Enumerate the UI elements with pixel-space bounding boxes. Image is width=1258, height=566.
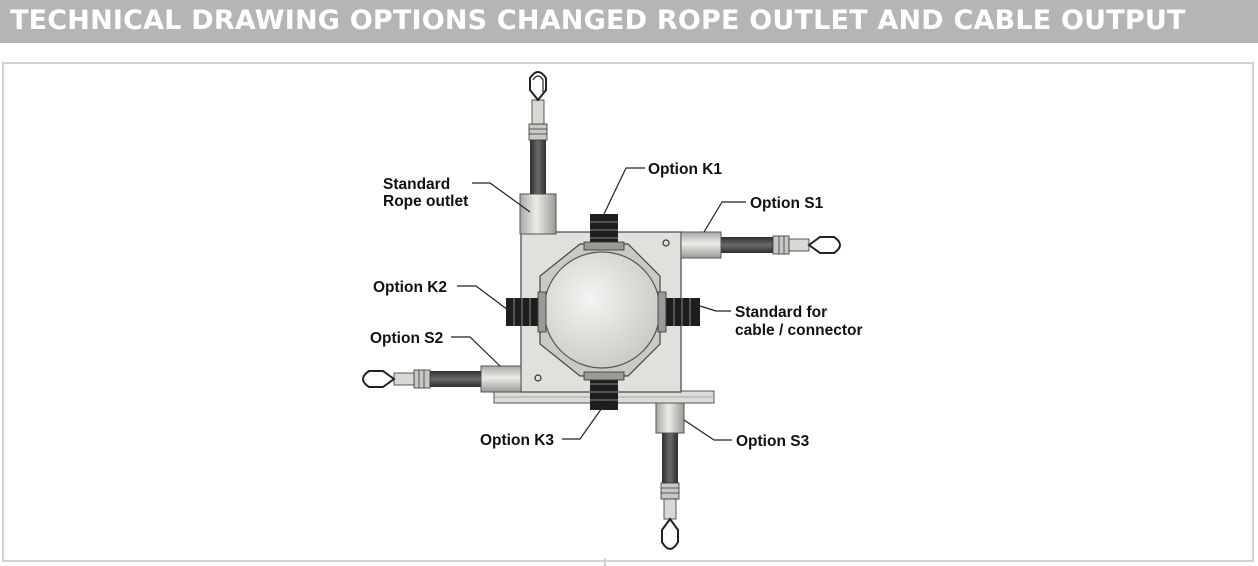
connector-k3 bbox=[583, 371, 625, 410]
frame-divider-tick bbox=[604, 558, 606, 566]
callout-labels: Standard Rope outlet Option K1 Option S1… bbox=[370, 161, 862, 450]
leader-s2 bbox=[451, 336, 501, 367]
drawing-frame bbox=[2, 62, 1254, 562]
rope-outlet-s1 bbox=[680, 231, 841, 259]
label-standard-connector-2: cable / connector bbox=[735, 322, 862, 339]
connector-k2 bbox=[506, 291, 547, 333]
title-bar: TECHNICAL DRAWING OPTIONS CHANGED ROPE O… bbox=[0, 0, 1258, 43]
connector-k1 bbox=[583, 214, 625, 251]
leader-k3 bbox=[562, 404, 605, 440]
label-option-s3: Option S3 bbox=[736, 433, 810, 450]
leader-k1 bbox=[603, 167, 645, 215]
rope-outlet-s2 bbox=[362, 365, 522, 393]
leader-standard-connector bbox=[699, 305, 731, 312]
page-title: TECHNICAL DRAWING OPTIONS CHANGED ROPE O… bbox=[10, 5, 1186, 36]
leader-s3 bbox=[683, 419, 732, 441]
label-option-s1: Option S1 bbox=[750, 195, 824, 212]
connector-standard bbox=[657, 291, 700, 333]
label-standard-connector-1: Standard for bbox=[735, 304, 827, 321]
leader-lines bbox=[451, 167, 746, 441]
label-standard-rope-outlet-1: Standard bbox=[383, 176, 450, 193]
label-standard-rope-outlet-2: Rope outlet bbox=[383, 193, 468, 210]
label-option-k3: Option K3 bbox=[480, 432, 554, 449]
label-option-k2: Option K2 bbox=[373, 279, 447, 296]
leader-k2 bbox=[457, 285, 509, 311]
label-option-k1: Option K1 bbox=[648, 161, 722, 178]
leader-standard-rope bbox=[472, 182, 531, 213]
cover-dome bbox=[539, 243, 661, 377]
leader-s1 bbox=[703, 201, 746, 233]
label-option-s2: Option S2 bbox=[370, 330, 443, 347]
rope-outlet-standard bbox=[519, 71, 557, 235]
rope-outlet-s3 bbox=[655, 402, 685, 550]
